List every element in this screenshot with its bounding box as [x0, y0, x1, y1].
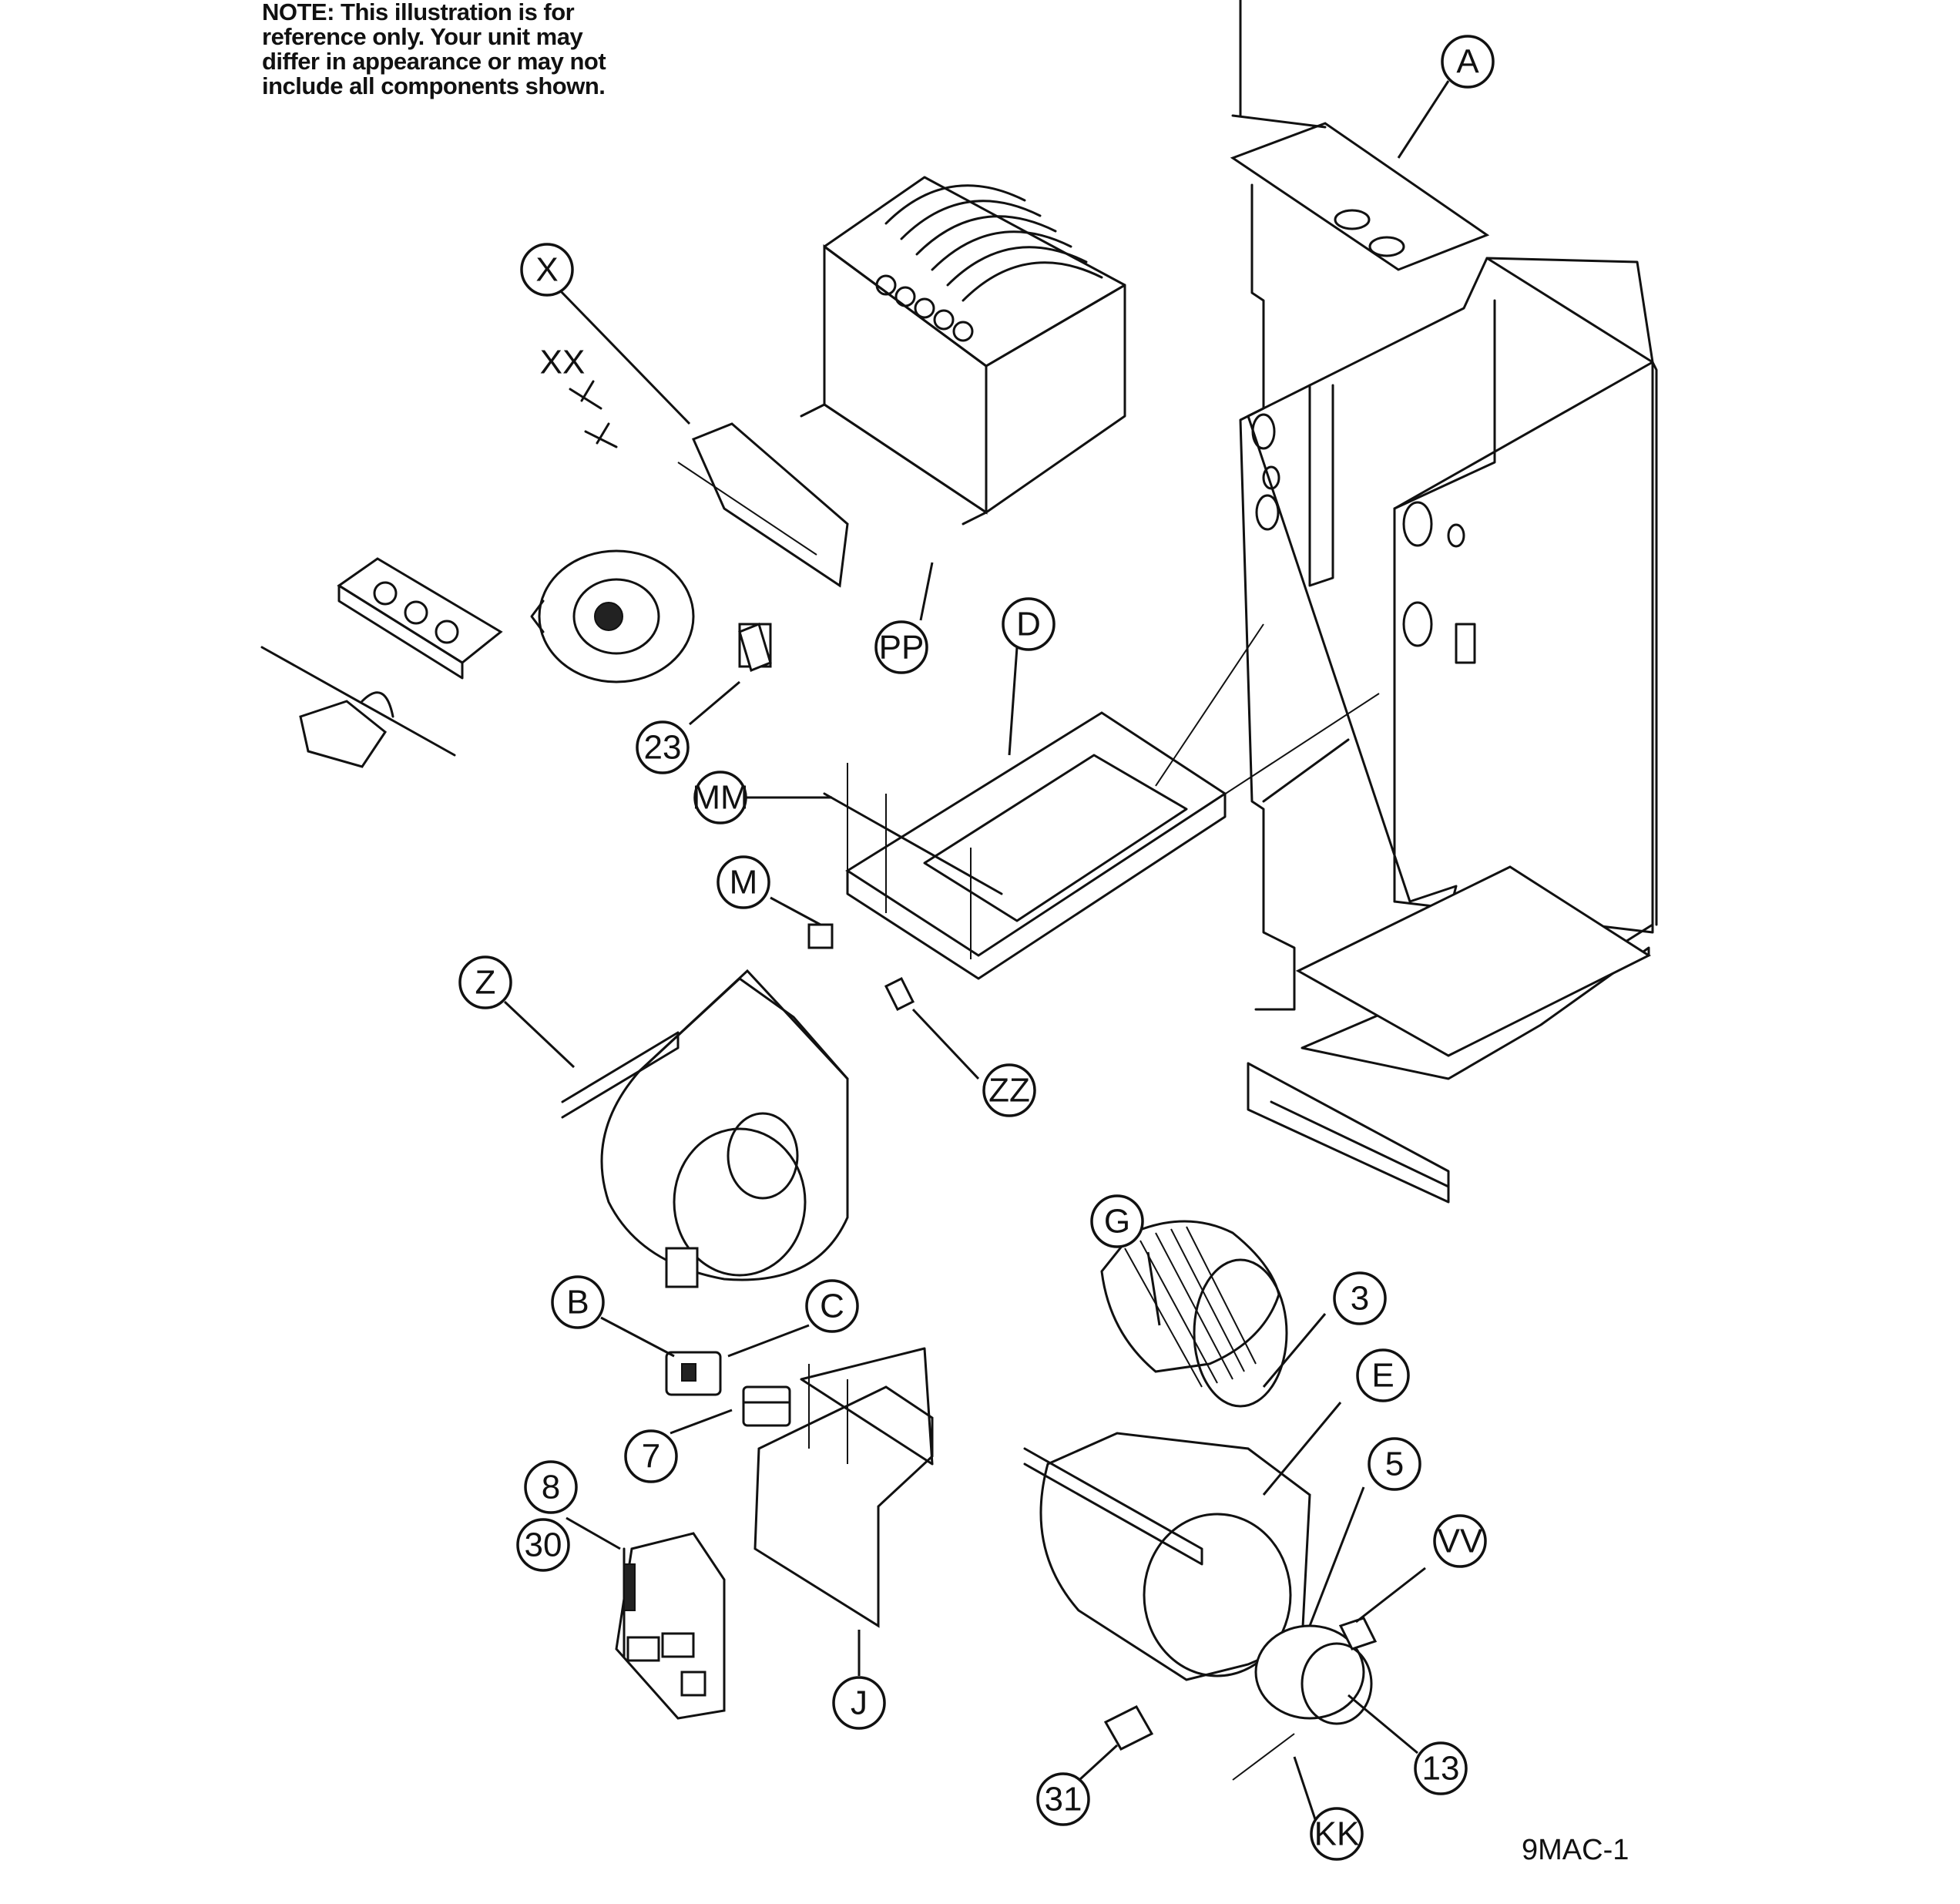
svg-text:X: X — [535, 251, 558, 289]
svg-text:VV: VV — [1438, 1523, 1483, 1560]
svg-text:B: B — [566, 1284, 589, 1321]
svg-text:MM: MM — [692, 779, 748, 817]
svg-text:3: 3 — [1351, 1280, 1369, 1318]
callout-5: 5 — [1368, 1437, 1421, 1491]
inducer-assembly — [530, 422, 849, 683]
callout-A: A — [1441, 35, 1495, 89]
callout-G: G — [1090, 1194, 1144, 1248]
svg-text:Z: Z — [475, 964, 496, 1002]
svg-text:30: 30 — [525, 1526, 562, 1564]
reference-note: NOTE: This illustration is for reference… — [262, 0, 740, 99]
callout-MM: MM — [692, 771, 749, 824]
svg-text:13: 13 — [1422, 1750, 1460, 1788]
callout-XX: XX — [540, 344, 618, 448]
door-switch — [807, 923, 834, 949]
note-line-3: differ in appearance or may not — [262, 48, 606, 75]
mounting-bracket — [1103, 1705, 1154, 1751]
callout-PP: PP — [874, 620, 928, 674]
note-line-4: include all components shown. — [262, 72, 606, 99]
svg-text:G: G — [1104, 1203, 1130, 1241]
svg-text:7: 7 — [642, 1438, 660, 1476]
callout-X: X — [520, 243, 574, 297]
pressure-switch — [738, 622, 772, 673]
svg-text:M: M — [730, 864, 758, 902]
note-line-2: reference only. Your unit may — [262, 23, 583, 50]
door-clip — [884, 976, 915, 1012]
callout-31: 31 — [1036, 1772, 1090, 1826]
callout-VV: VV — [1433, 1514, 1487, 1568]
svg-text:XX: XX — [540, 344, 586, 381]
callout-7: 7 — [624, 1429, 678, 1483]
callout-KK: KK — [1310, 1807, 1364, 1861]
svg-text:23: 23 — [644, 729, 682, 767]
svg-text:ZZ: ZZ — [988, 1072, 1030, 1110]
capacitor — [665, 1351, 722, 1396]
cabinet-top-panel — [1230, 0, 1490, 271]
callout-M: M — [717, 855, 770, 909]
svg-text:8: 8 — [542, 1469, 560, 1506]
cabinet-body — [1239, 183, 1658, 1204]
callout-13: 13 — [1414, 1741, 1468, 1795]
svg-text:5: 5 — [1385, 1446, 1404, 1483]
callout-30: 30 — [516, 1518, 570, 1572]
leader-lines — [503, 80, 1450, 1827]
callout-D: D — [1002, 597, 1056, 651]
callout-ZZ: ZZ — [982, 1063, 1036, 1117]
callout-J: J — [832, 1676, 886, 1730]
svg-text:KK: KK — [1314, 1815, 1360, 1853]
note-line-1: NOTE: This illustration is for — [262, 0, 575, 25]
blower-wheel — [1100, 1220, 1288, 1408]
callout-E: E — [1356, 1348, 1410, 1402]
callout-8: 8 — [524, 1460, 578, 1514]
svg-text:E: E — [1371, 1357, 1394, 1395]
svg-text:A: A — [1456, 43, 1479, 81]
svg-text:J: J — [851, 1684, 868, 1722]
control-box — [753, 1347, 934, 1628]
gas-valve-manifold — [260, 557, 503, 768]
callout-Z: Z — [458, 955, 512, 1009]
blower-housing — [561, 969, 849, 1288]
heat-exchanger — [800, 176, 1126, 526]
blower-deck — [823, 623, 1380, 980]
callout-23: 23 — [636, 720, 690, 774]
svg-text:D: D — [1016, 606, 1041, 643]
callout-3: 3 — [1333, 1271, 1387, 1325]
figure-id: 9MAC-1 — [1522, 1834, 1629, 1866]
svg-text:31: 31 — [1045, 1781, 1082, 1818]
transformer — [742, 1385, 791, 1427]
svg-text:C: C — [820, 1288, 844, 1325]
control-board — [615, 1532, 726, 1720]
callout-B: B — [551, 1275, 605, 1329]
callout-C: C — [805, 1279, 859, 1333]
svg-text:PP: PP — [879, 629, 925, 667]
